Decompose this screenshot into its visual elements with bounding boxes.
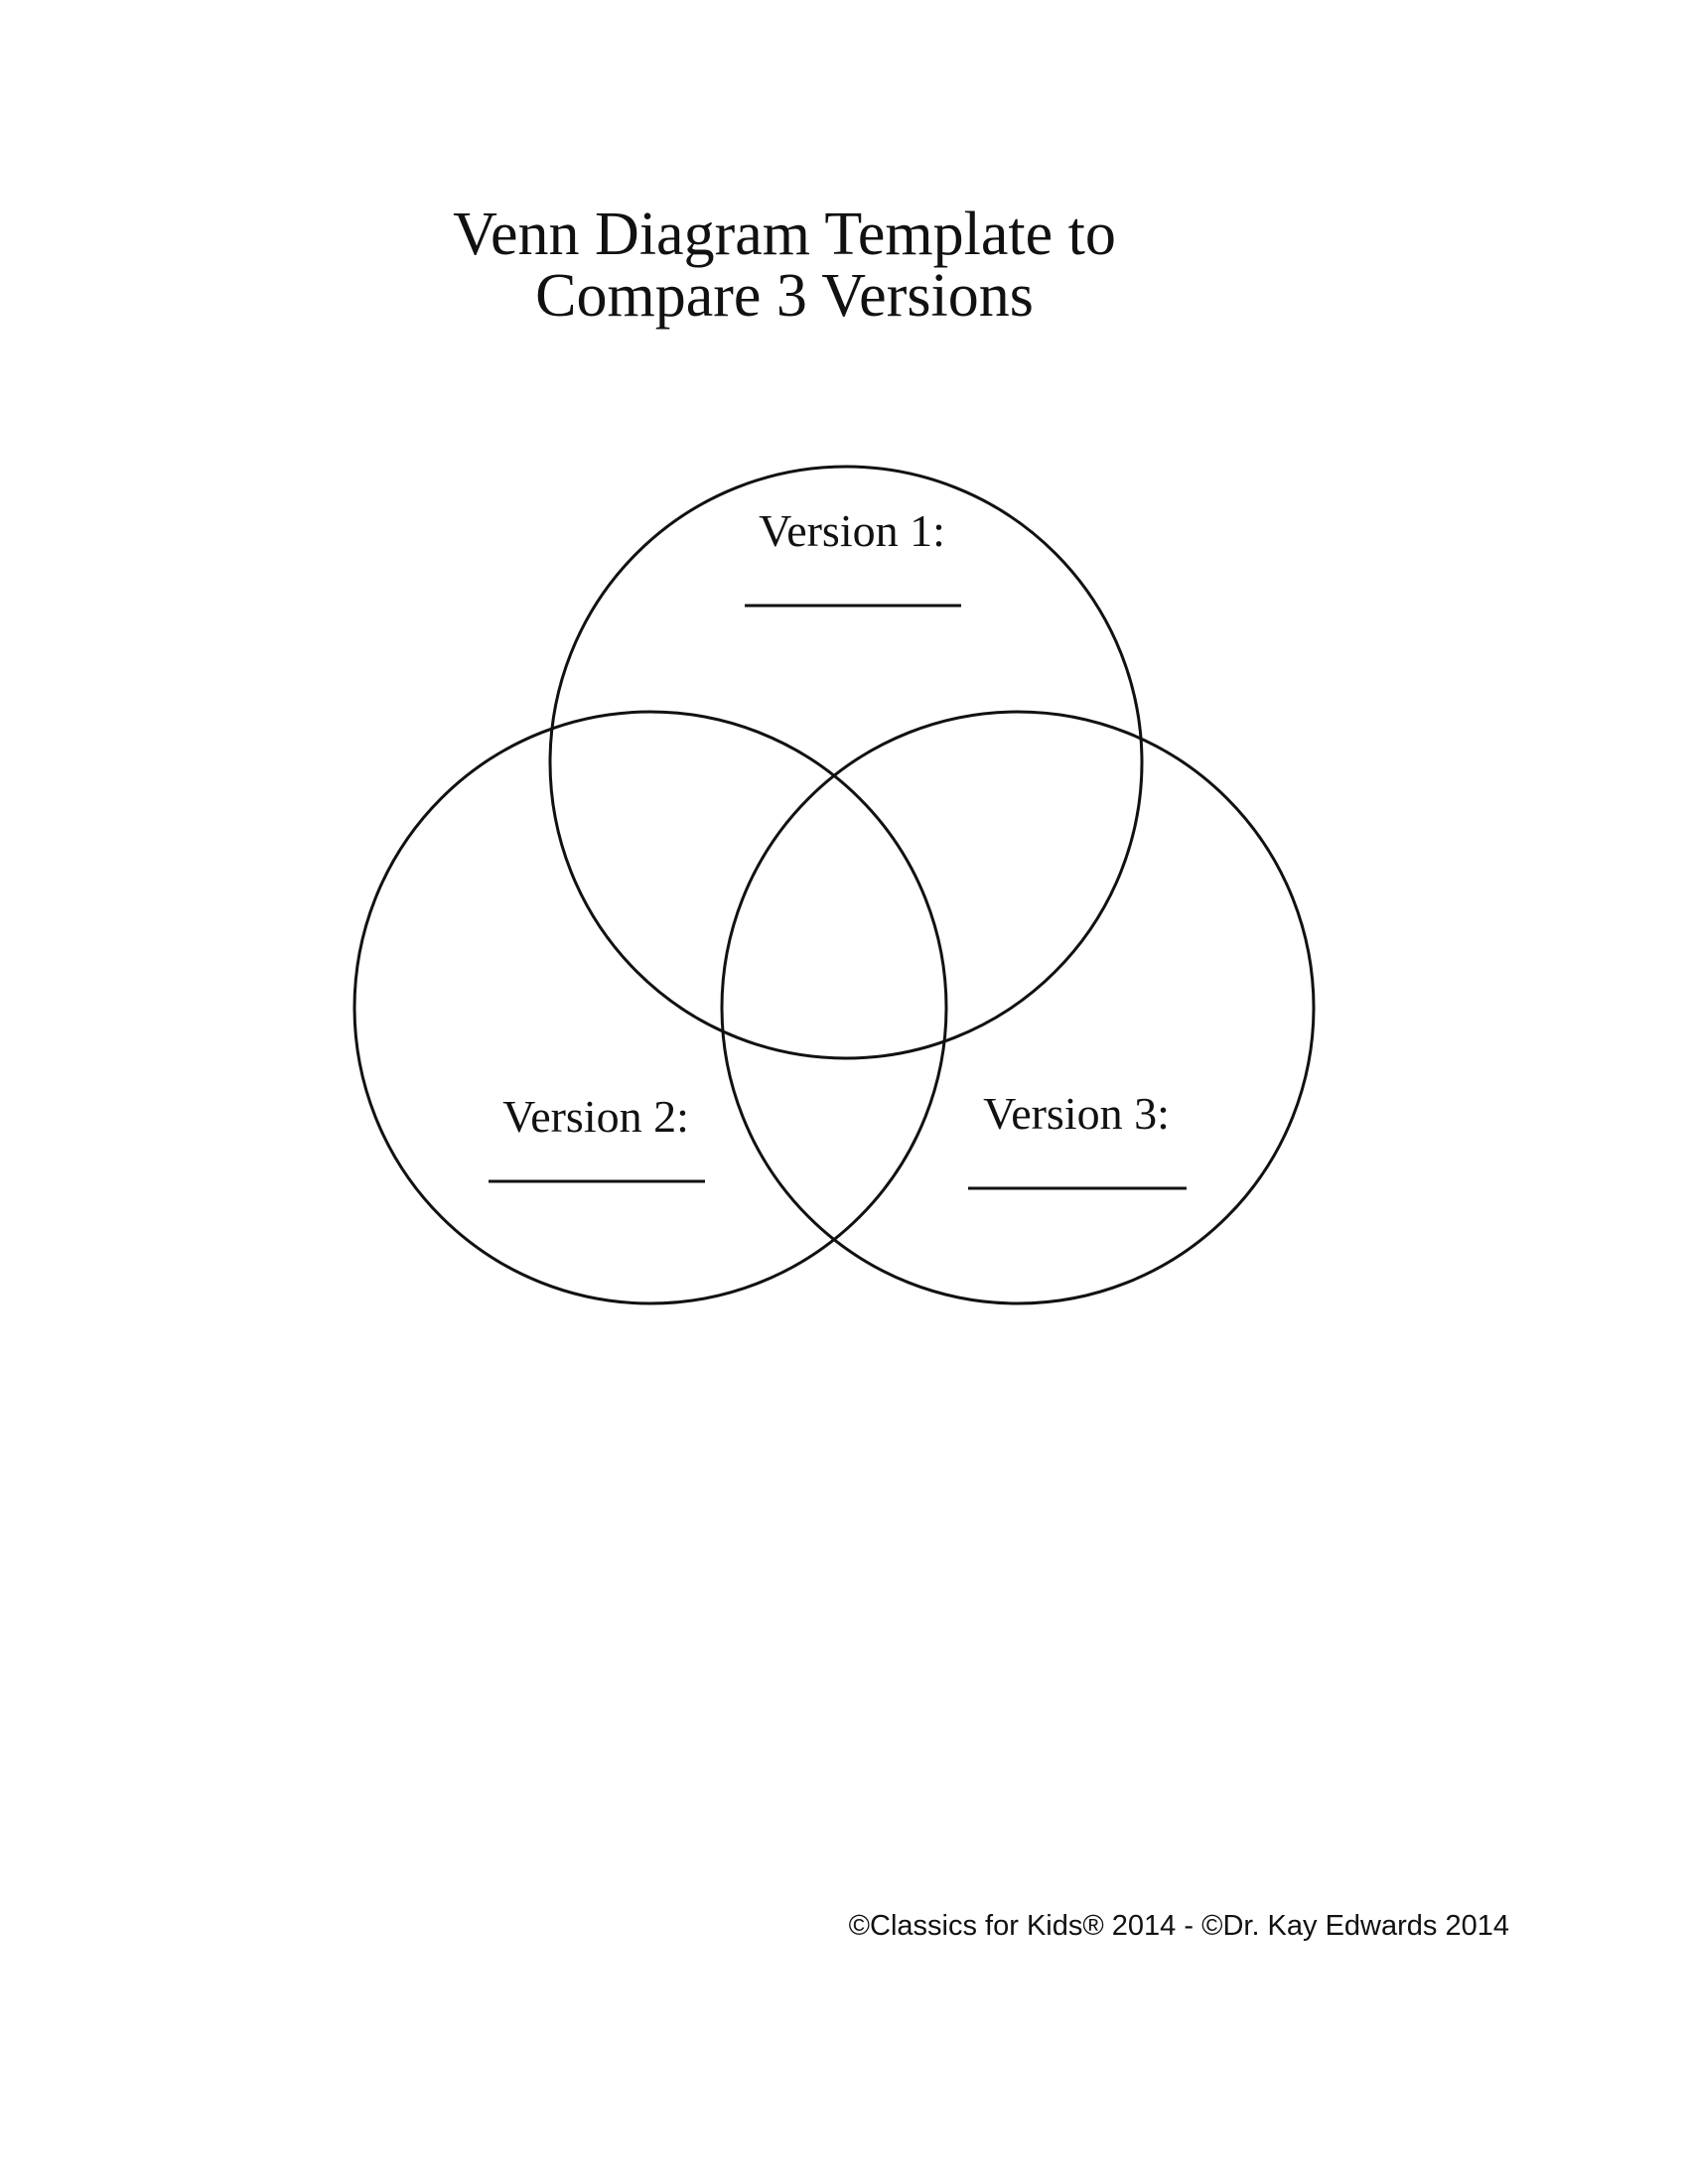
title-line-1: Venn Diagram Template to xyxy=(453,201,1116,268)
page-title: Venn Diagram Template to Compare 3 Versi… xyxy=(0,204,1569,327)
title-line-2: Compare 3 Versions xyxy=(535,262,1034,330)
copyright-footer: ©Classics for Kids® 2014 - ©Dr. Kay Edwa… xyxy=(848,1910,1509,1942)
version-2-label: Version 2: xyxy=(502,1091,689,1142)
version-1-label: Version 1: xyxy=(759,505,945,556)
version-3-label: Version 3: xyxy=(983,1088,1170,1139)
circle-version-2 xyxy=(352,710,948,1305)
circle-version-3 xyxy=(720,710,1316,1305)
circle-version-1 xyxy=(548,465,1144,1060)
